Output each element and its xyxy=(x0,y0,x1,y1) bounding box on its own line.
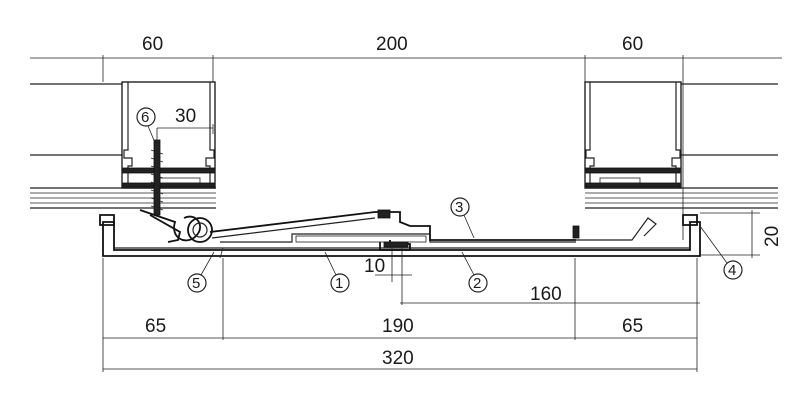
cover-plate xyxy=(209,209,657,241)
dim-screw-offset: 30 xyxy=(175,106,196,127)
callout-2-label: 2 xyxy=(473,275,481,292)
dim-bottom-middle: 190 xyxy=(382,316,414,337)
dim-top-right: 60 xyxy=(622,34,643,55)
callout-4-label: 4 xyxy=(728,262,736,279)
callout-2: 2 xyxy=(461,251,488,293)
center-clip xyxy=(379,240,411,251)
callout-3-label: 3 xyxy=(455,199,463,216)
dim-bottom-left: 65 xyxy=(145,316,166,337)
bottom-dimension-chain: 65 190 65 320 xyxy=(102,247,698,372)
dim-span-160: 160 xyxy=(530,284,562,305)
dim-gap-small: 10 xyxy=(364,256,385,277)
dim-top-middle: 200 xyxy=(376,34,408,55)
callout-1: 1 xyxy=(324,251,350,293)
callout-4: 4 xyxy=(699,225,743,280)
mid-dimensions: 10 160 xyxy=(364,248,700,305)
top-dimension-chain: 60 200 60 xyxy=(30,34,782,240)
left-stud-frame xyxy=(121,81,216,189)
callout-1-label: 1 xyxy=(335,275,343,292)
dim-bottom-right: 65 xyxy=(622,316,643,337)
callout-5: 5 xyxy=(187,251,215,293)
callout-6: 6 xyxy=(136,107,157,146)
dim-top-left: 60 xyxy=(142,34,163,55)
right-wall-boards xyxy=(585,83,778,209)
right-stud-frame xyxy=(584,81,682,189)
dim-height-right: 20 xyxy=(762,226,783,247)
base-profile xyxy=(99,214,701,257)
callout-6-label: 6 xyxy=(141,109,149,126)
callout-5-label: 5 xyxy=(192,275,200,292)
hinge-spring xyxy=(139,209,213,243)
right-height-dim: 20 xyxy=(700,210,783,258)
dim-overall: 320 xyxy=(382,348,414,369)
callout-3: 3 xyxy=(450,197,475,239)
